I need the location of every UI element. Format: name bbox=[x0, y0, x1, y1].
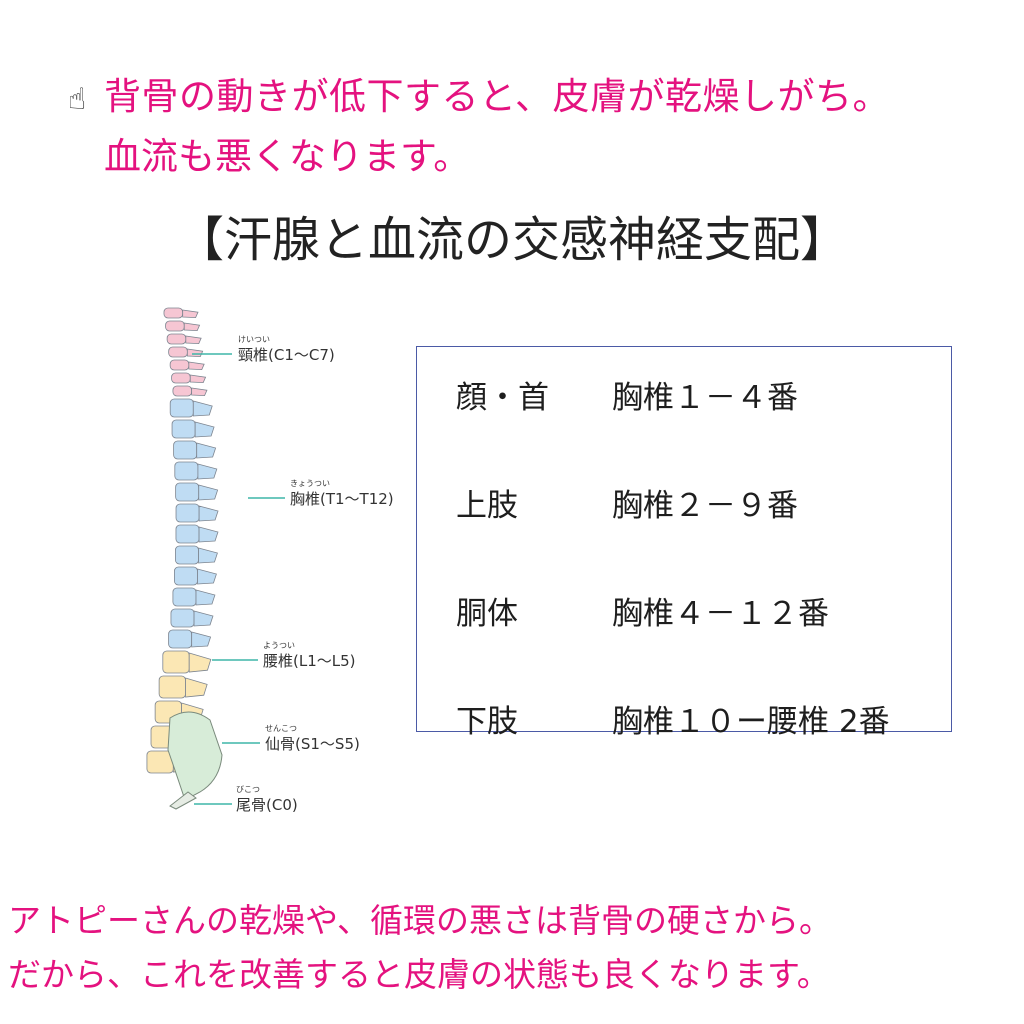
vertebra-process bbox=[198, 526, 219, 543]
vertebra-body bbox=[169, 359, 190, 371]
vertebra-process bbox=[198, 547, 218, 564]
vertebra-body bbox=[175, 524, 200, 544]
vertebra-body bbox=[169, 398, 194, 418]
ruby-cervical: けいつい bbox=[238, 335, 270, 344]
vertebra-process bbox=[185, 335, 202, 345]
vertebra-body bbox=[168, 629, 193, 649]
vertebra-body bbox=[166, 333, 187, 345]
vertebra-process bbox=[183, 322, 201, 332]
label-cervical: 頸椎(C1〜C7) bbox=[238, 346, 335, 364]
vertebra-process bbox=[186, 348, 204, 358]
label-coccyx: 尾骨(C0) bbox=[236, 796, 298, 814]
table-row: 顔・首 胸椎１－４番 bbox=[456, 372, 798, 417]
vertebra-body bbox=[175, 482, 200, 502]
vertebra-process bbox=[182, 309, 199, 319]
vertebra-process bbox=[194, 421, 215, 438]
vertebra-body bbox=[163, 307, 184, 319]
vertebra-body bbox=[171, 372, 191, 384]
page-title: 【汗腺と血流の交感神経支配】 bbox=[175, 212, 848, 268]
vertebra-process bbox=[188, 652, 212, 673]
vertebra-process bbox=[197, 568, 217, 585]
spine-illustration: けいつい 頸椎(C1〜C7) きょうつい 胸椎(T1〜T12) ようつい 腰椎(… bbox=[146, 307, 394, 814]
segment-label: 胸椎２－９番 bbox=[612, 488, 798, 524]
vertebra-body bbox=[165, 320, 185, 332]
region-label: 上肢 bbox=[456, 488, 518, 524]
region-label: 顔・首 bbox=[456, 380, 549, 416]
vertebra-process bbox=[189, 374, 207, 384]
vertebra-process bbox=[197, 463, 218, 480]
coccyx-shape bbox=[169, 791, 197, 810]
table-row: 上肢 胸椎２－９番 bbox=[456, 480, 798, 525]
table-row: 下肢 胸椎１０ー腰椎 2番 bbox=[456, 696, 890, 741]
ruby-coccyx: びこつ bbox=[236, 785, 260, 794]
vertebra-body bbox=[172, 385, 193, 397]
vertebra-process bbox=[191, 387, 208, 397]
vertebra-body bbox=[174, 461, 199, 481]
vertebra-body bbox=[173, 440, 198, 460]
label-sacrum: 仙骨(S1〜S5) bbox=[265, 735, 360, 753]
sacrum-shape bbox=[167, 711, 223, 801]
footer-line-1: アトピーさんの乾燥や、循環の悪さは背骨の硬さから。 bbox=[8, 901, 833, 940]
pointing-hand-icon: ☝ bbox=[68, 82, 87, 117]
innervation-table-frame bbox=[416, 346, 952, 732]
intro-line-1: ☝背骨の動きが低下すると、皮膚が乾燥しがち。 bbox=[68, 75, 891, 118]
vertebrae-group bbox=[146, 307, 219, 774]
vertebra-process bbox=[193, 610, 214, 627]
vertebra-body bbox=[168, 346, 188, 358]
vertebra-process bbox=[196, 442, 217, 459]
vertebra-process bbox=[185, 677, 208, 698]
vertebra-body bbox=[158, 675, 186, 699]
vertebra-body bbox=[175, 545, 199, 565]
segment-label: 胸椎１０ー腰椎 2番 bbox=[612, 704, 890, 740]
footer-line-2: だから、これを改善すると皮膚の状態も良くなります。 bbox=[8, 955, 830, 994]
vertebra-process bbox=[198, 505, 219, 522]
vertebra-body bbox=[170, 608, 195, 628]
vertebra-process bbox=[188, 361, 205, 371]
vertebra-process bbox=[192, 400, 213, 417]
vertebra-process bbox=[191, 631, 212, 648]
segment-label: 胸椎１－４番 bbox=[612, 380, 798, 416]
label-thoracic: 胸椎(T1〜T12) bbox=[290, 490, 394, 508]
vertebra-body bbox=[174, 566, 198, 586]
ruby-thoracic: きょうつい bbox=[290, 479, 330, 488]
vertebra-body bbox=[162, 650, 190, 674]
vertebra-body bbox=[175, 503, 200, 523]
ruby-lumbar: ようつい bbox=[263, 641, 295, 650]
intro-line-2: 血流も悪くなります。 bbox=[104, 135, 471, 178]
vertebra-body bbox=[172, 587, 197, 607]
vertebra-body bbox=[171, 419, 196, 439]
vertebra-process bbox=[195, 589, 216, 606]
region-label: 胴体 bbox=[456, 596, 518, 632]
table-row: 胴体 胸椎４－１２番 bbox=[456, 588, 829, 633]
ruby-sacrum: せんこつ bbox=[265, 724, 297, 733]
label-lumbar: 腰椎(L1〜L5) bbox=[263, 652, 356, 670]
segment-label: 胸椎４－１２番 bbox=[612, 596, 829, 632]
region-label: 下肢 bbox=[456, 704, 518, 740]
vertebra-process bbox=[198, 484, 219, 501]
